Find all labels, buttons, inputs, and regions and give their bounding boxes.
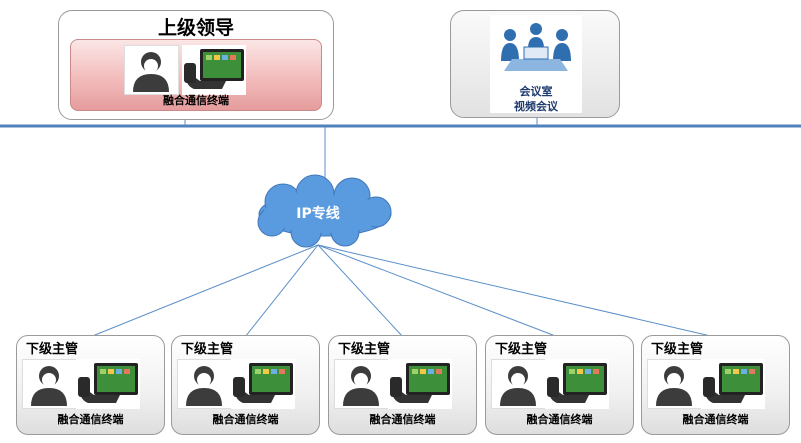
subordinate-terminal-label: 融合通信终端 — [369, 413, 436, 426]
subordinate-title: 下级主管 — [181, 342, 234, 357]
meeting-room-label: 会议室 — [519, 85, 553, 98]
subordinate-node: 下级主管 融合通信终端 — [16, 335, 165, 435]
cloud-to-sub-5-line — [317, 244, 716, 338]
subordinate-terminal-label: 融合通信终端 — [212, 413, 279, 426]
subordinate-terminal-label: 融合通信终端 — [57, 413, 124, 426]
person-avatar-icon — [22, 359, 77, 409]
subordinate-terminal-label: 融合通信终端 — [682, 413, 749, 426]
cloud-icon — [257, 174, 392, 248]
meeting-room-node: 会议室 视频会议 — [450, 10, 620, 118]
cloud-to-sub-2-line — [244, 244, 319, 338]
person-avatar-icon — [491, 359, 546, 409]
person-avatar-icon — [124, 45, 179, 95]
subordinate-title: 下级主管 — [651, 342, 704, 357]
leader-terminal-label: 融合通信终端 — [163, 94, 229, 107]
cloud-to-sub-1-line — [89, 244, 319, 338]
video-phone-icon — [388, 359, 452, 409]
person-avatar-icon — [647, 359, 702, 409]
video-phone-icon — [231, 359, 295, 409]
subordinate-title: 下级主管 — [495, 342, 548, 357]
subordinate-node: 下级主管 融合通信终端 — [328, 335, 477, 435]
subordinate-node: 下级主管 融合通信终端 — [641, 335, 790, 435]
cloud-to-sub-3-line — [317, 244, 404, 338]
subordinate-title: 下级主管 — [338, 342, 391, 357]
subordinate-terminal-label: 融合通信终端 — [526, 413, 593, 426]
video-phone-icon — [701, 359, 765, 409]
person-avatar-icon — [177, 359, 232, 409]
leader-terminal-panel: 融合通信终端 — [70, 39, 322, 111]
video-phone-icon — [182, 45, 246, 95]
video-phone-icon — [545, 359, 609, 409]
video-conference-label: 视频会议 — [514, 100, 558, 113]
ip-line-label: IP专线 — [296, 206, 340, 222]
conference-room-icon: 会议室 视频会议 — [490, 15, 582, 113]
cloud-to-sub-4-line — [317, 244, 559, 338]
subordinate-node: 下级主管 融合通信终端 — [485, 335, 634, 435]
person-avatar-icon — [334, 359, 389, 409]
subordinate-title: 下级主管 — [26, 342, 79, 357]
leader-title: 上级领导 — [157, 17, 234, 39]
leader-node: 上级领导 融合通信终端 — [58, 10, 334, 120]
subordinate-node: 下级主管 融合通信终端 — [171, 335, 320, 435]
video-phone-icon — [76, 359, 140, 409]
